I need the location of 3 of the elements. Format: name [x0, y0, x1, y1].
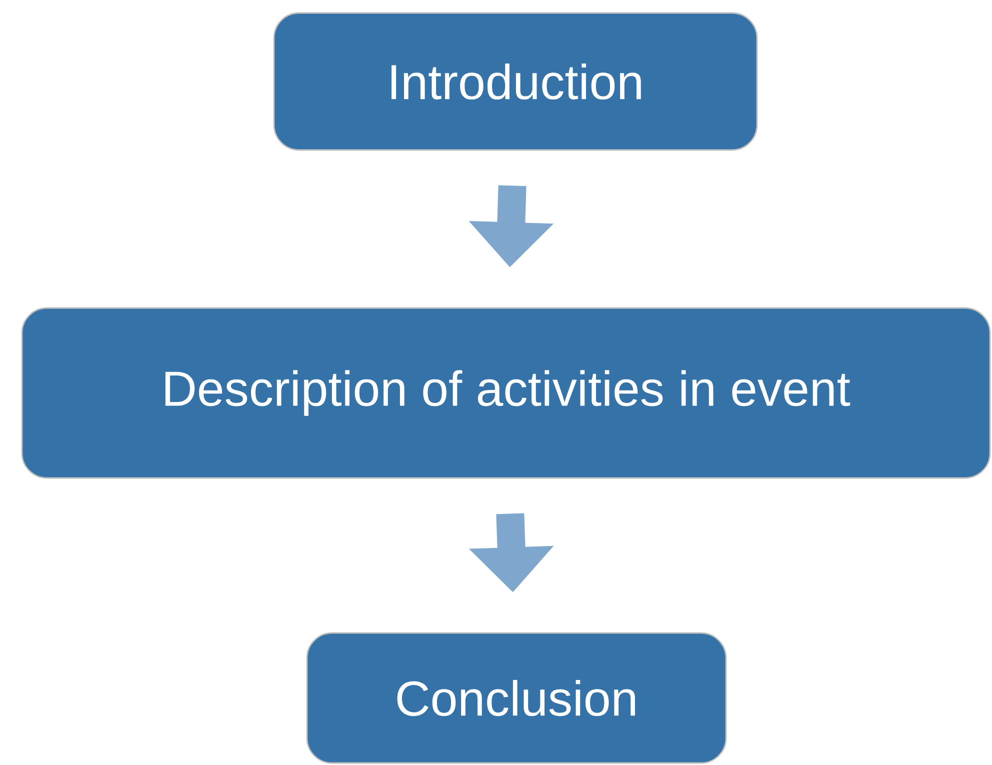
- process-box: Introduction: [273, 12, 758, 151]
- process-box: Conclusion: [306, 632, 727, 764]
- process-box: Description of activities in event: [21, 307, 991, 479]
